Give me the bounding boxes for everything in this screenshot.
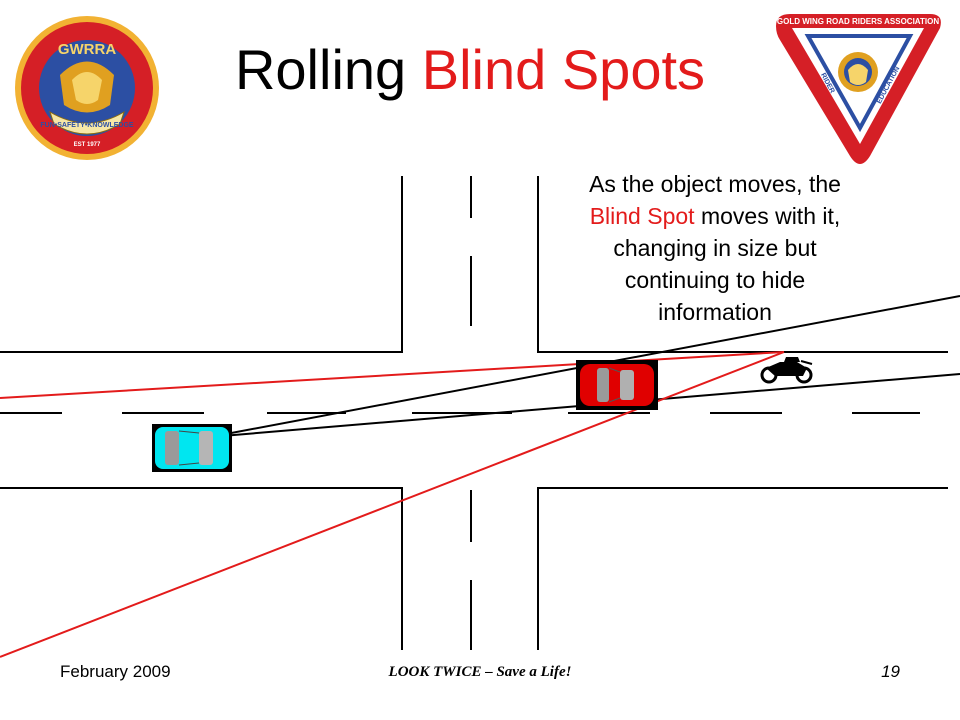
red-sight-line-upper: [0, 351, 785, 399]
lane-dashes: [0, 176, 920, 650]
title-part-black: Rolling: [234, 38, 422, 101]
rider-education-triangle-logo: GOLD WING ROAD RIDERS ASSOCIATION RIDER …: [776, 14, 941, 164]
footer-slogan: LOOK TWICE – Save a Life!: [388, 664, 572, 680]
road-edge-top-right: [537, 176, 948, 353]
footer-page-number: 19: [881, 662, 900, 681]
gwrra-seal-logo: GWRRA FUN•SAFETY•KNOWLEDGE EST 1977: [15, 16, 159, 160]
callout-line-2: Blind Spot moves with it,: [548, 200, 882, 232]
motorcycle-icon: [760, 357, 813, 384]
red-sight-line-lower: [0, 351, 785, 658]
sight-lines-red: [0, 351, 785, 658]
footer-date: February 2009: [60, 662, 171, 681]
road-edges: [0, 176, 948, 650]
callout-line-3: changing in size but: [613, 235, 817, 261]
callout-line-1: As the object moves, the: [589, 171, 841, 197]
road-edge-bottom-right: [537, 487, 948, 650]
road-edge-top-left: [0, 176, 403, 353]
gwrra-seal-banner-text: FUN•SAFETY•KNOWLEDGE: [40, 122, 134, 129]
rider-ed-arc-text: GOLD WING ROAD RIDERS ASSOCIATION: [777, 17, 939, 26]
callout-text: As the object moves, the Blind Spot move…: [548, 168, 882, 328]
callout-line-2-rest: moves with it,: [694, 203, 841, 229]
title-part-red: Blind Spots: [421, 38, 706, 101]
gwrra-seal-top-text: GWRRA: [58, 41, 116, 58]
cyan-car-icon: [152, 424, 232, 472]
gwrra-seal-est-text: EST 1977: [74, 142, 101, 148]
callout-highlight: Blind Spot: [589, 203, 695, 229]
red-car-icon: [576, 360, 658, 410]
slide-title: Rolling Blind Spots: [160, 38, 780, 102]
road-edge-bottom-left: [0, 487, 403, 650]
callout-line-4: continuing to hide: [624, 267, 806, 293]
callout-line-5: information: [658, 299, 772, 325]
